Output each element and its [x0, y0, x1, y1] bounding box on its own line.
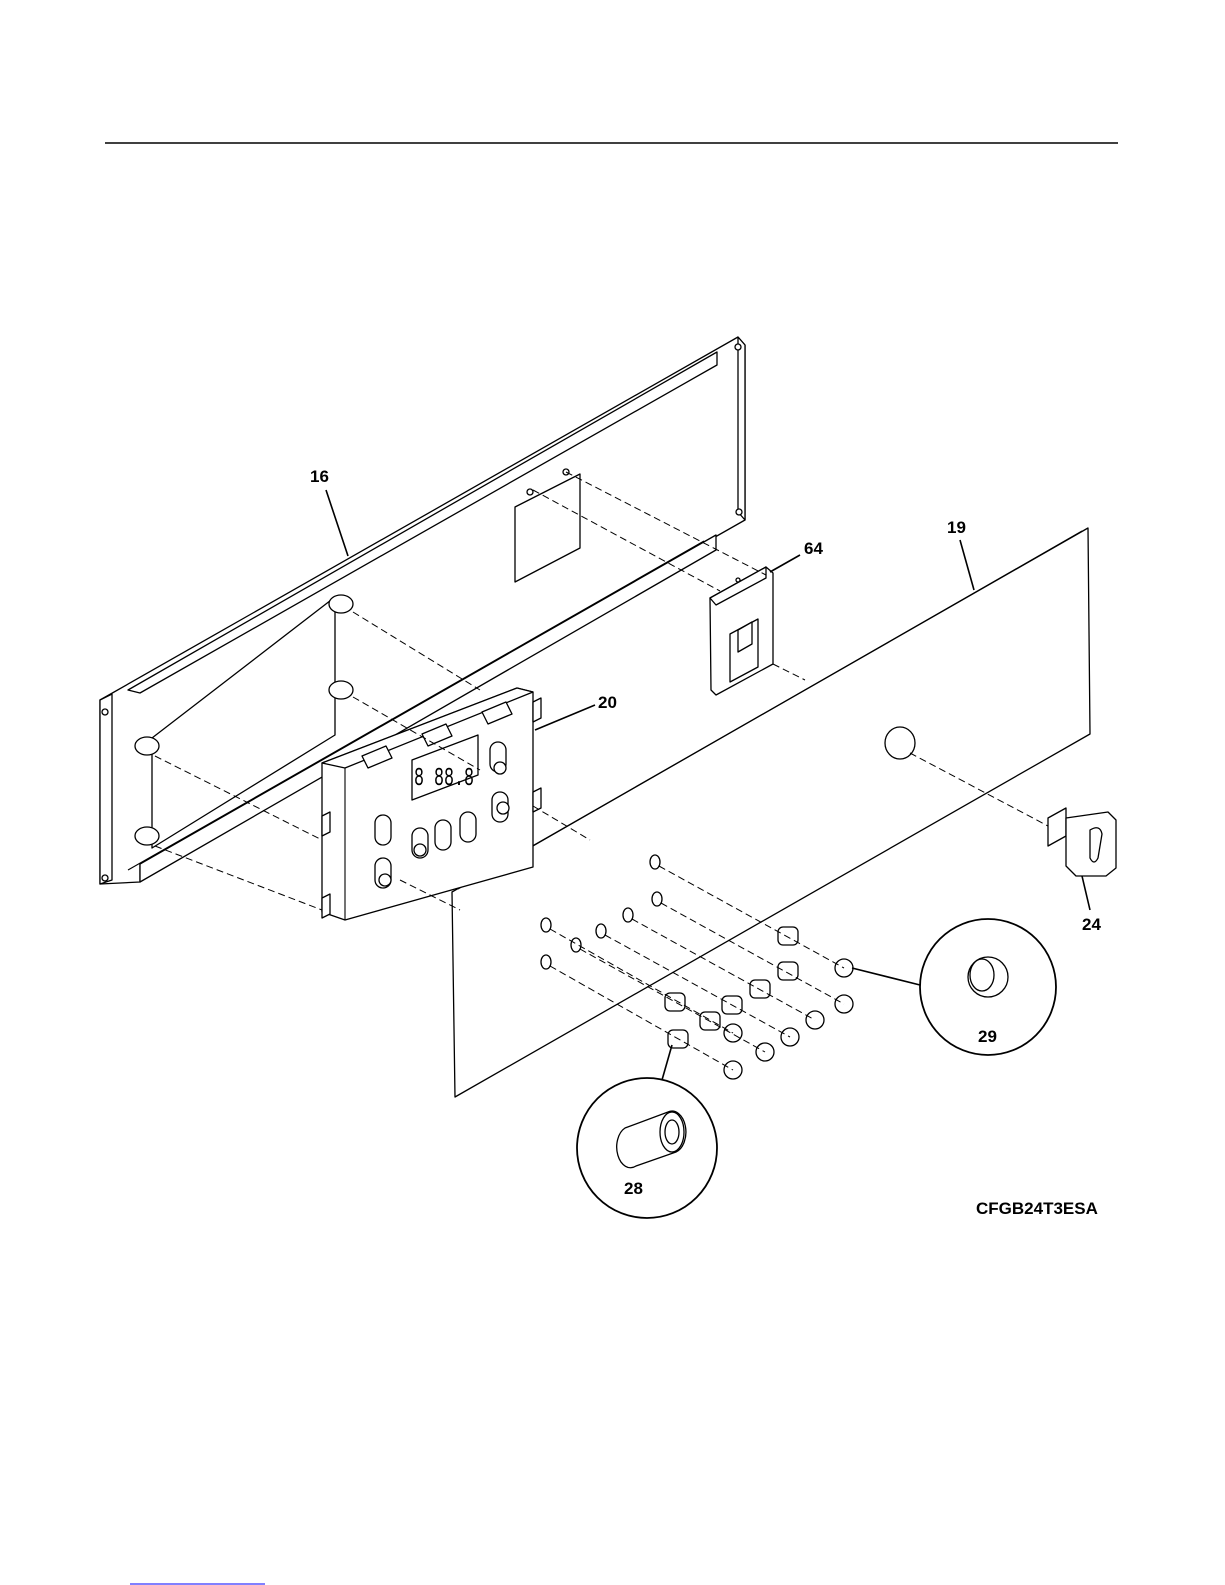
- callout-29: [852, 919, 1056, 1055]
- model-code: CFGB24T3ESA: [976, 1199, 1098, 1218]
- callout-28: [577, 1045, 717, 1218]
- label-part-19: 19: [947, 518, 966, 537]
- label-part-20: 20: [598, 693, 617, 712]
- part-64-bracket: [710, 567, 773, 695]
- label-part-24: 24: [1082, 915, 1101, 934]
- label-part-29: 29: [978, 1027, 997, 1046]
- label-part-64: 64: [804, 539, 823, 558]
- label-part-16: 16: [310, 467, 329, 486]
- control-display-digits: 8 88.8: [414, 763, 474, 793]
- part-24-switch: [1048, 808, 1116, 876]
- label-part-28: 28: [624, 1179, 643, 1198]
